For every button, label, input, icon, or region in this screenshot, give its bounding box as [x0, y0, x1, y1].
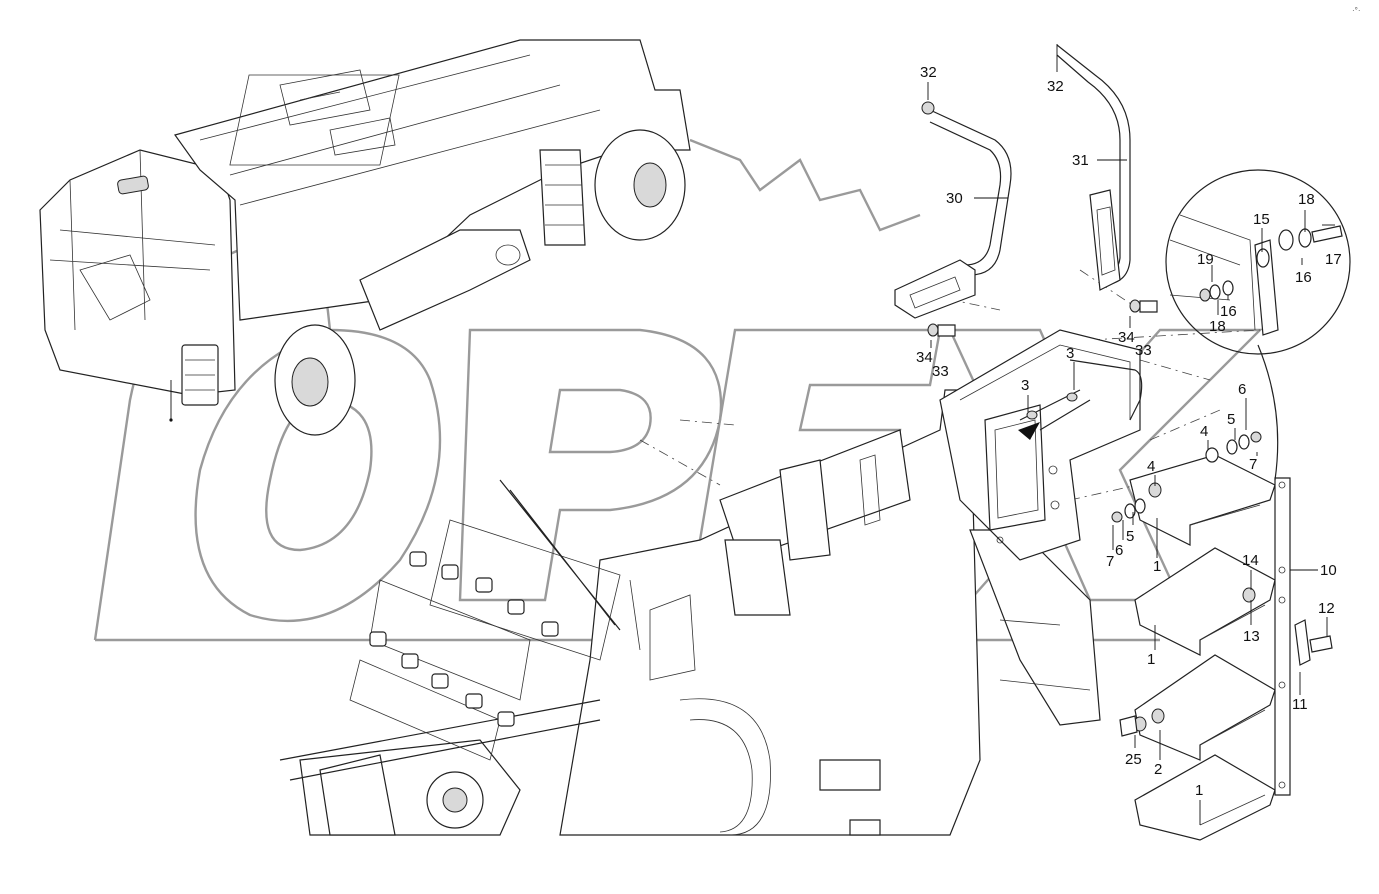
handrail-30	[894, 101, 1012, 319]
callout-32-b: 32	[1047, 78, 1064, 95]
callout-12: 12	[1318, 600, 1335, 617]
callout-4-a: 4	[1200, 423, 1208, 440]
detail-view-circle	[1165, 169, 1351, 355]
callout-13: 13	[1243, 628, 1260, 645]
callout-14: 14	[1242, 552, 1259, 569]
callout-2: 2	[1154, 761, 1162, 778]
callout-4-b: 4	[1147, 458, 1155, 475]
callout-34-a: 34	[916, 349, 933, 366]
callout-3-b: 3	[1021, 377, 1029, 394]
callout-32-a: 32	[920, 64, 937, 81]
callout-18-a: 18	[1298, 191, 1315, 208]
callout-16-a: 16	[1295, 269, 1312, 286]
handrail-31	[1056, 44, 1131, 291]
callout-19: 19	[1197, 251, 1214, 268]
callout-33-a: 33	[932, 363, 949, 380]
side-panel	[349, 479, 621, 761]
leader-lines	[927, 44, 1335, 825]
callout-7-b: 7	[1106, 553, 1114, 570]
callout-1-b: 1	[1147, 651, 1155, 668]
callout-5-b: 5	[1126, 528, 1134, 545]
callout-18-b: 18	[1209, 318, 1226, 335]
callout-11: 11	[1292, 696, 1308, 713]
callout-10: 10	[1320, 562, 1337, 579]
machine-illustration	[39, 39, 691, 436]
corner-mark: ·°·	[1352, 6, 1361, 15]
callout-33-b: 33	[1135, 342, 1152, 359]
callout-1-c: 1	[1195, 782, 1203, 799]
callout-3-a: 3	[1066, 345, 1074, 362]
callout-30: 30	[946, 190, 963, 207]
step-rungs	[1129, 454, 1276, 841]
callout-31: 31	[1072, 152, 1089, 169]
callout-5-a: 5	[1227, 411, 1235, 428]
callout-1-a: 1	[1153, 558, 1161, 575]
callout-25: 25	[1125, 751, 1142, 768]
step-bracket	[939, 329, 1143, 561]
callout-6-a: 6	[1238, 381, 1246, 398]
fasteners	[927, 299, 1333, 737]
callout-16-b: 16	[1220, 303, 1237, 320]
callout-6-b: 6	[1115, 542, 1123, 559]
callout-34-b: 34	[1118, 329, 1135, 346]
callout-labels: 32 32 30 31 34 33 34 33 3 3 15 18 17 16 …	[916, 64, 1342, 799]
vertical-bar-10	[1257, 344, 1311, 796]
callout-17: 17	[1325, 251, 1342, 268]
callout-7-a: 7	[1249, 456, 1257, 473]
callout-15: 15	[1253, 211, 1270, 228]
